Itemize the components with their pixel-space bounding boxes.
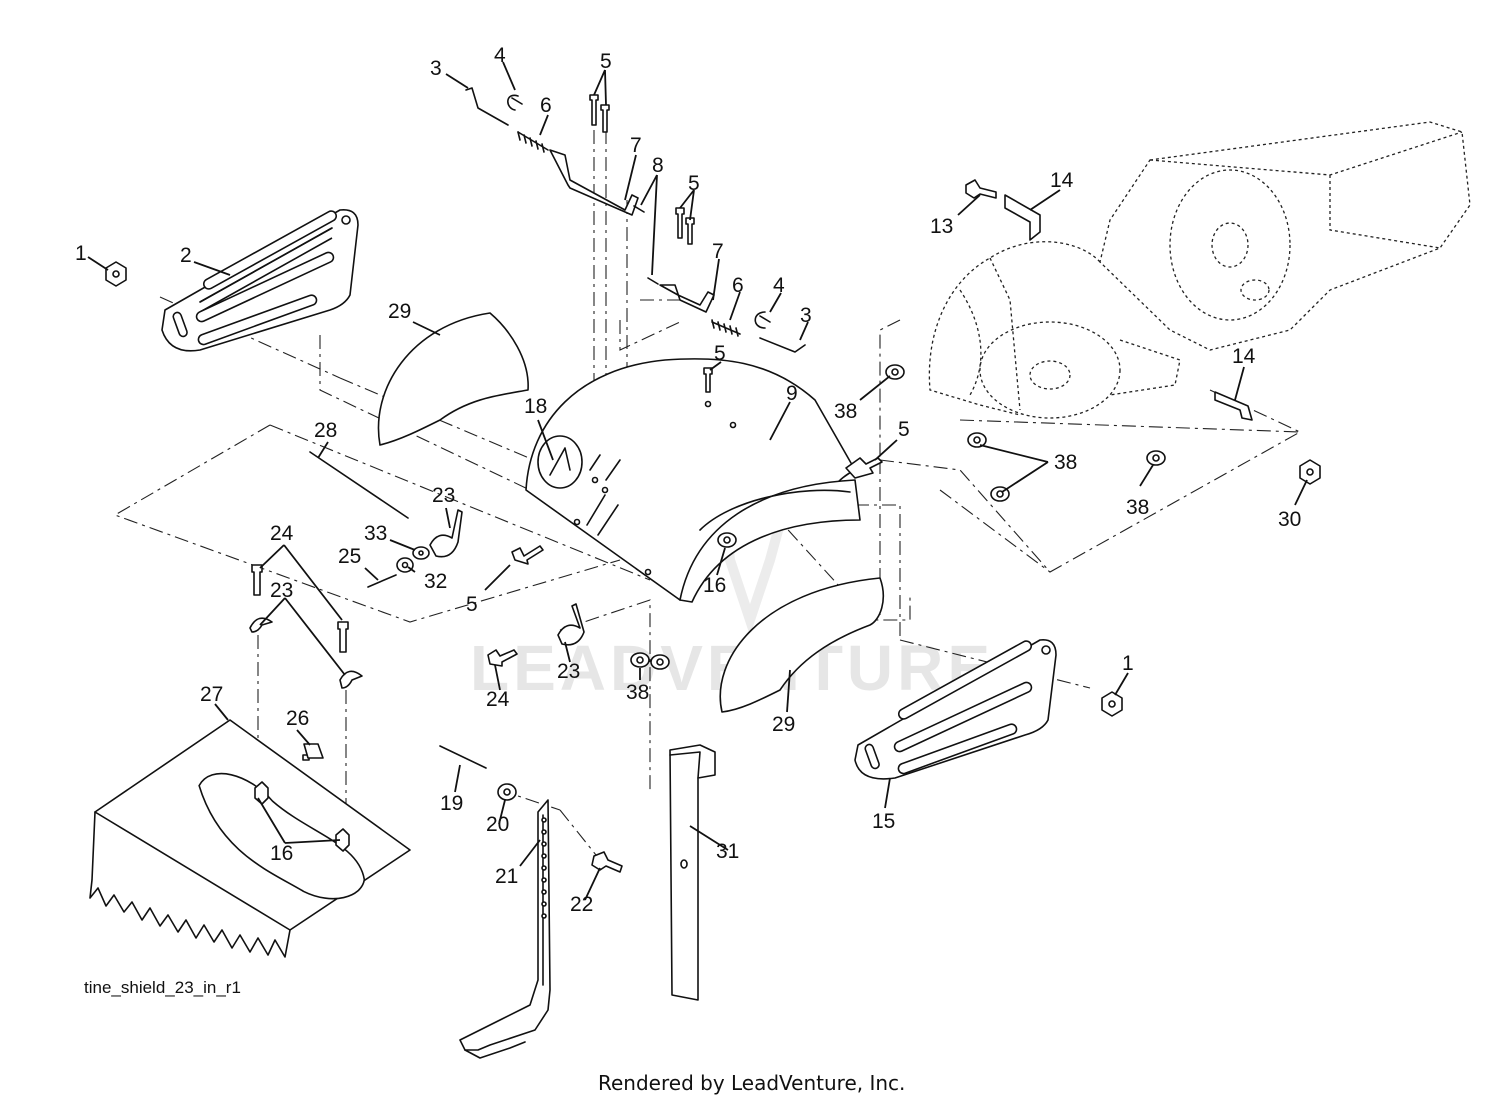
callout-31: 31 [716, 840, 739, 863]
credit-text: Rendered by LeadVenture, Inc. [598, 1071, 905, 1095]
side-plate-left [161, 208, 359, 352]
callout-9: 9 [786, 382, 798, 405]
callout-24-lower: 24 [486, 688, 510, 711]
spring-right [711, 319, 741, 337]
clip-upper [507, 94, 523, 111]
callout-23-upper: 23 [432, 484, 455, 507]
rod-right [759, 337, 806, 353]
tine-guard-27 [89, 719, 411, 958]
callout-5-side: 5 [898, 418, 910, 441]
callout-6-upper: 6 [540, 94, 552, 117]
depth-bar-21 [459, 799, 551, 1059]
bolts-5 [511, 94, 883, 565]
callout-24-upper: 24 [270, 522, 294, 545]
tag-26 [303, 743, 324, 759]
bar-31 [669, 744, 716, 1001]
callout-1-right: 1 [1122, 652, 1134, 675]
callout-16-shield: 16 [703, 574, 726, 597]
callout-26: 26 [286, 707, 309, 730]
bolt-24-right [337, 621, 349, 653]
spring-upper [517, 131, 549, 153]
bracket-upper [549, 149, 639, 216]
washer-33 [412, 546, 430, 560]
callout-22: 22 [570, 893, 593, 916]
callout-38-lower: 38 [626, 681, 649, 704]
side-plate-right [854, 638, 1057, 780]
callout-8: 8 [652, 154, 664, 177]
rod-28 [309, 451, 409, 519]
clip-right [754, 311, 771, 329]
callout-1-left: 1 [75, 242, 87, 265]
callout-6-right: 6 [732, 274, 744, 297]
callout-20: 20 [486, 813, 509, 836]
bracket-14-lower [1214, 391, 1253, 421]
shield-half-right [719, 577, 885, 713]
callout-labels: 1 2 3 4 5 6 7 8 5 7 6 4 3 13 14 14 29 5 … [75, 44, 1301, 916]
callout-21: 21 [495, 865, 518, 888]
callout-27: 27 [200, 683, 223, 706]
callout-7-upper: 7 [630, 134, 642, 157]
tiller-body-reference [928, 121, 1471, 419]
nut-20 [497, 783, 517, 801]
small-spring-upper [633, 205, 645, 213]
bolt-13 [965, 179, 997, 199]
figure-id: tine_shield_23_in_r1 [84, 978, 241, 997]
callout-19: 19 [440, 792, 463, 815]
callout-5-top: 5 [600, 50, 612, 73]
bolt-22 [591, 851, 623, 873]
callout-5-shield: 5 [714, 342, 726, 365]
callout-23-lower: 23 [557, 660, 580, 683]
clamp-23-upper [429, 509, 463, 558]
clamp-23-right [339, 670, 363, 689]
nuts-38 [630, 364, 1166, 670]
shield-half-left [377, 312, 529, 446]
callout-25: 25 [338, 545, 361, 568]
small-spring-lower [647, 277, 659, 285]
leader-lines [87, 61, 1308, 901]
rod-upper [465, 87, 509, 126]
nut-right [1101, 691, 1123, 717]
callout-3-upper: 3 [430, 57, 442, 80]
callout-23-left: 23 [270, 579, 293, 602]
pin-19 [439, 745, 487, 769]
callout-5-lower: 5 [466, 593, 478, 616]
tine-shield-main [525, 358, 861, 603]
callout-38-upper: 38 [834, 400, 857, 423]
callout-28: 28 [314, 419, 337, 442]
callout-30: 30 [1278, 508, 1301, 531]
callout-13: 13 [930, 215, 953, 238]
nut-left [105, 261, 127, 287]
callout-29-lower: 29 [772, 713, 795, 736]
callout-4-right: 4 [773, 274, 785, 297]
callout-18: 18 [524, 395, 547, 418]
callout-38-right: 38 [1126, 496, 1149, 519]
nut-30 [1299, 459, 1321, 485]
callout-15: 15 [872, 810, 895, 833]
callout-38-mid: 38 [1054, 451, 1077, 474]
shield-studs [586, 454, 621, 536]
nut-16-upper [717, 532, 737, 548]
callout-4-upper: 4 [494, 44, 506, 67]
callout-2: 2 [180, 244, 192, 267]
pin-25 [367, 574, 397, 588]
callout-32: 32 [424, 570, 447, 593]
callout-5-mid: 5 [688, 172, 700, 195]
callout-33: 33 [364, 522, 387, 545]
callout-14-upper: 14 [1050, 169, 1074, 192]
bolt-24-lower [487, 649, 518, 667]
callout-29-upper: 29 [388, 300, 411, 323]
callout-7-lower: 7 [712, 240, 724, 263]
clamp-23-lower [557, 603, 585, 646]
bolt-24-left [251, 564, 263, 596]
bracket-lower [659, 284, 715, 313]
callout-14-lower: 14 [1232, 345, 1256, 368]
bracket-14-upper [1004, 194, 1041, 241]
callout-3-right: 3 [800, 304, 812, 327]
callout-16-guard: 16 [270, 842, 293, 865]
